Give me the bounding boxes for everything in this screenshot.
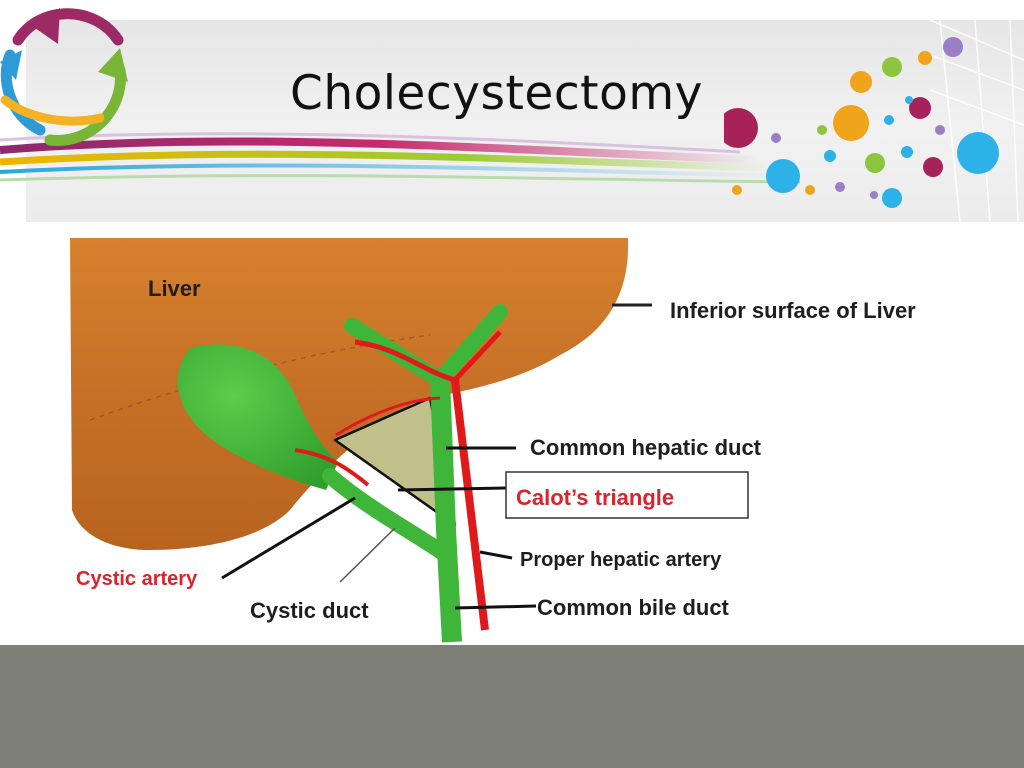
cystic-duct-shape [322, 468, 454, 563]
leader-common-bile-duct [454, 604, 537, 610]
common-hepatic-bile-duct [430, 379, 462, 643]
label-cystic-artery: Cystic artery [76, 568, 198, 590]
cystic-artery-origin [335, 396, 441, 437]
slide-title: Cholecystectomy [290, 66, 703, 121]
label-proper-hepatic-artery: Proper hepatic artery [520, 549, 722, 571]
label-cystic-duct: Cystic duct [250, 598, 369, 623]
left-hepatic-artery-shape [453, 330, 502, 382]
label-inferior-surface-of-liver: Inferior surface of Liver [670, 298, 916, 323]
footer-band [0, 645, 1024, 768]
calots-triangle-diagram: Liver Inferior surface of Liver Common h… [70, 238, 916, 643]
calots-triangle-label-box [505, 471, 749, 519]
decorative-dots [724, 37, 999, 208]
leader-cystic-duct [339, 527, 396, 583]
label-common-hepatic-duct: Common hepatic duct [530, 435, 762, 460]
slide-header: Cholecystectomy [0, 0, 1024, 225]
label-liver: Liver [148, 276, 201, 301]
label-calots-triangle: Calot’s triangle [516, 485, 674, 510]
left-hepatic-duct [432, 304, 508, 388]
recycle-arrows-icon [0, 8, 128, 146]
gallbladder [177, 344, 338, 490]
cystic-artery-shape [294, 448, 370, 487]
header-swooshes [0, 19, 1024, 223]
leader-cystic-artery [221, 496, 356, 580]
proper-hepatic-artery-shape [451, 379, 489, 631]
leader-proper-hepatic-artery [479, 550, 513, 560]
label-common-bile-duct: Common bile duct [537, 595, 730, 620]
right-hepatic-artery-shape [354, 339, 456, 383]
leader-calots-triangle [397, 486, 507, 492]
grid-decoration [929, 19, 1024, 223]
